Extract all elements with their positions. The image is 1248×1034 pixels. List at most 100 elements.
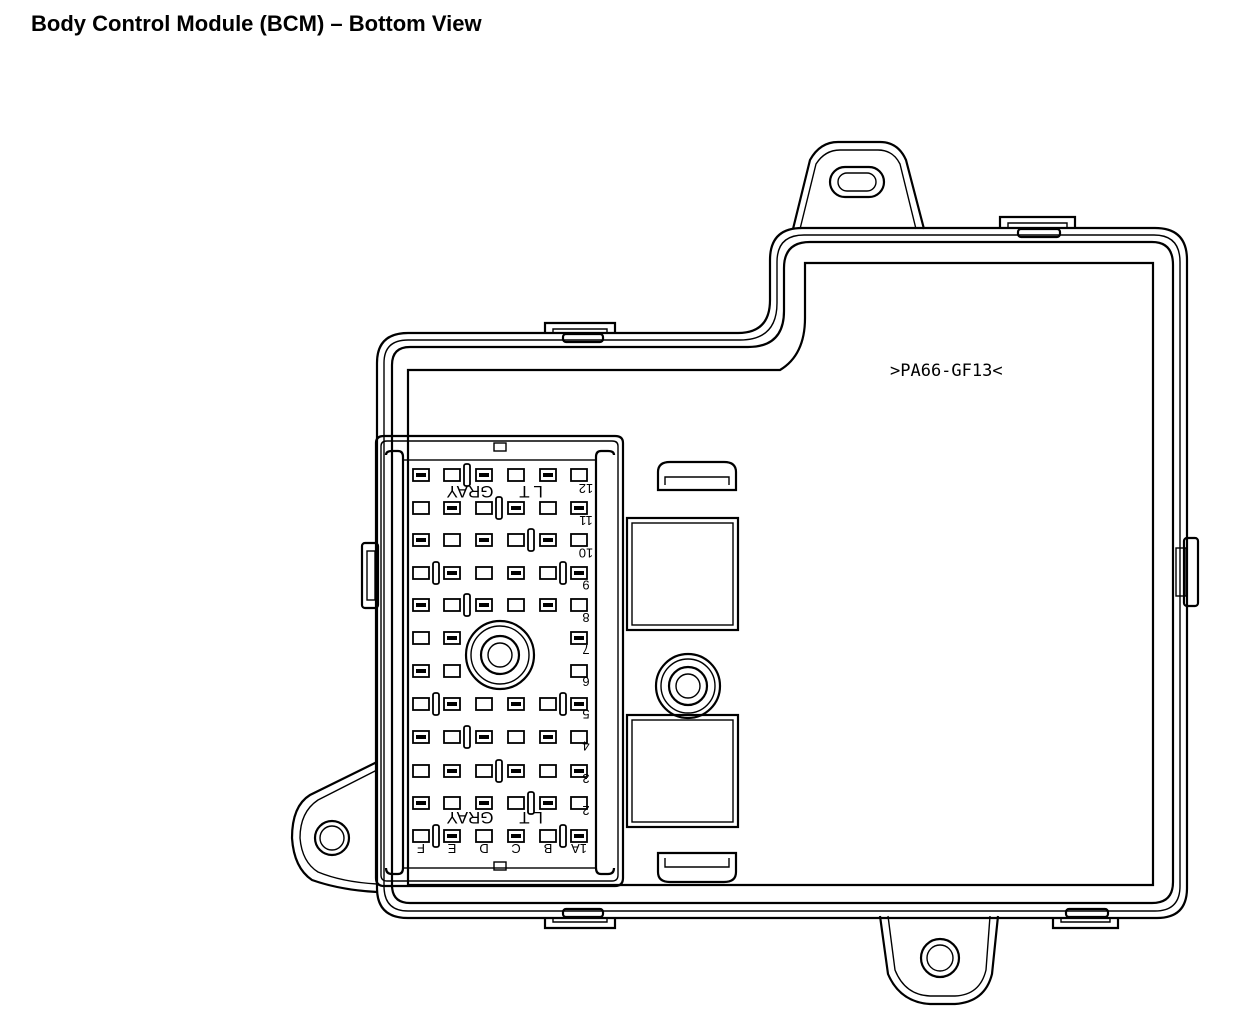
terminal-cavity (443, 764, 461, 778)
terminal-cavity (412, 566, 430, 580)
terminal-cavity (412, 533, 430, 547)
left-mounting-tab (290, 761, 378, 894)
row-number: 4 (582, 739, 589, 754)
terminal-pin (416, 473, 426, 477)
terminal-cavity (443, 829, 461, 843)
terminal-cavity (507, 468, 525, 482)
right-latch (1175, 536, 1200, 608)
terminal-pin (416, 735, 426, 739)
terminal-cavity (570, 829, 588, 843)
terminal-cavity (443, 501, 461, 515)
terminal-cavity (443, 730, 461, 744)
terminal-pin (479, 603, 489, 607)
terminal-pin (574, 702, 584, 706)
terminal-lock (559, 692, 567, 716)
mounting-post (654, 652, 722, 720)
terminal-cavity (539, 501, 557, 515)
terminal-cavity (507, 764, 525, 778)
terminal-lock (432, 561, 440, 585)
terminal-pin (574, 571, 584, 575)
row-number: 7 (582, 642, 589, 657)
terminal-cavity (539, 533, 557, 547)
terminal-cavity (507, 598, 525, 612)
terminal-cavity (475, 598, 493, 612)
terminal-cavity (412, 468, 430, 482)
terminal-lock (559, 561, 567, 585)
terminal-cavity (412, 829, 430, 843)
terminal-lock (527, 528, 535, 552)
terminal-cavity (412, 598, 430, 612)
terminal-pin (479, 801, 489, 805)
upper-slot (656, 460, 738, 492)
terminal-pin (511, 769, 521, 773)
terminal-pin (511, 571, 521, 575)
terminal-cavity (539, 829, 557, 843)
row-number: 11 (579, 513, 593, 528)
column-letter: E (447, 841, 456, 856)
terminal-pin (574, 834, 584, 838)
terminal-lock (559, 824, 567, 848)
row-number: 8 (582, 610, 589, 625)
lower-pad (625, 713, 740, 829)
terminal-cavity (539, 566, 557, 580)
terminal-pin (447, 506, 457, 510)
terminal-pin (511, 702, 521, 706)
terminal-pin (574, 769, 584, 773)
terminal-cavity (507, 730, 525, 744)
housing-outline (375, 226, 1189, 920)
row-number: 3 (582, 771, 589, 786)
row-number: 9 (582, 578, 589, 593)
terminal-cavity (443, 796, 461, 810)
terminal-cavity (539, 697, 557, 711)
connector-color-label-top: GRAY (447, 482, 494, 501)
terminal-cavity (570, 501, 588, 515)
terminal-cavity (507, 697, 525, 711)
material-marking: >PA66-GF13< (890, 361, 1003, 381)
terminal-lock (463, 725, 471, 749)
terminal-pin (447, 769, 457, 773)
terminal-cavity (570, 697, 588, 711)
terminal-cavity (539, 796, 557, 810)
terminal-cavity (570, 468, 588, 482)
top-latch-right (998, 215, 1077, 239)
terminal-cavity (539, 468, 557, 482)
terminal-pin (479, 538, 489, 542)
terminal-pin (416, 538, 426, 542)
terminal-cavity (507, 566, 525, 580)
terminal-cavity (570, 598, 588, 612)
terminal-cavity (412, 764, 430, 778)
row-number: 2 (582, 803, 589, 818)
terminal-cavity (412, 631, 430, 645)
terminal-cavity (412, 697, 430, 711)
terminal-lock (495, 759, 503, 783)
terminal-pin (543, 603, 553, 607)
terminal-pin (416, 603, 426, 607)
terminal-cavity (475, 796, 493, 810)
connector-lt-label-top: L T (519, 482, 543, 501)
terminal-cavity (475, 501, 493, 515)
terminal-cavity (539, 598, 557, 612)
terminal-lock (432, 824, 440, 848)
terminal-cavity (475, 829, 493, 843)
connector-center-post (464, 619, 536, 691)
terminal-cavity (475, 468, 493, 482)
terminal-cavity (475, 764, 493, 778)
column-letter: B (544, 841, 553, 856)
top-latch-left (543, 321, 617, 344)
terminal-cavity (443, 468, 461, 482)
upper-pad (625, 516, 740, 632)
connector-lt-label-bottom: L T (519, 808, 543, 827)
column-letter: F (417, 841, 425, 856)
bottom-latch-right (1051, 907, 1120, 930)
terminal-cavity (570, 631, 588, 645)
column-letter: D (479, 841, 488, 856)
terminal-cavity (443, 664, 461, 678)
terminal-grid (412, 463, 588, 848)
terminal-cavity (570, 566, 588, 580)
bottom-latch-left (543, 907, 617, 930)
terminal-lock (463, 593, 471, 617)
terminal-cavity (412, 664, 430, 678)
terminal-pin (511, 506, 521, 510)
